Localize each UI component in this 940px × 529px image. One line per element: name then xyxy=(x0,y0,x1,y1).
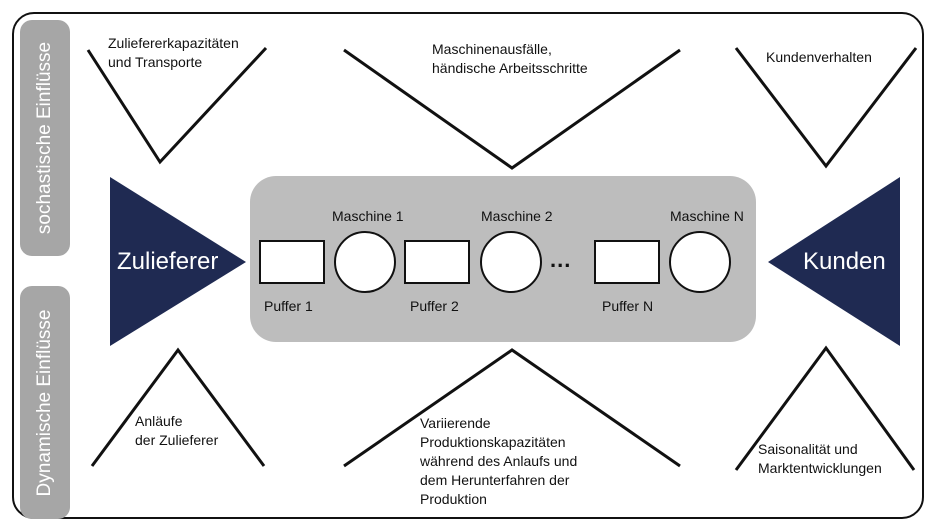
stochastic-influences-tab: sochastische Einflüsse xyxy=(20,20,70,256)
buffer-n-label: Puffer N xyxy=(602,298,654,314)
chevron-top-right xyxy=(734,47,918,169)
diagram-frame xyxy=(12,12,924,519)
buffer-1 xyxy=(259,240,325,284)
chevron-bottom-left xyxy=(90,347,266,467)
dynamic-machines-text: Variierende Produktionskapazitäten währe… xyxy=(420,414,577,509)
machine-n-label: Maschine N xyxy=(670,208,744,224)
buffer-1-label: Puffer 1 xyxy=(264,298,313,314)
text-line: Produktionskapazitäten xyxy=(420,434,566,450)
chevron-top-middle xyxy=(343,48,681,170)
dynamic-customer-text: Saisonalität und Marktentwicklungen xyxy=(758,440,882,478)
text-line: Saisonalität und xyxy=(758,441,858,457)
machine-n xyxy=(669,231,731,293)
buffer-2 xyxy=(404,240,470,284)
customer-triangle xyxy=(768,177,900,346)
text-line: dem Herunterfahren der xyxy=(420,472,570,488)
text-line: Anläufe xyxy=(135,413,183,429)
text-line: Zuliefererkapazitäten xyxy=(108,35,239,51)
text-line: Produktion xyxy=(420,491,487,507)
customer-label: Kunden xyxy=(803,248,886,275)
ellipsis-dots: ... xyxy=(550,247,572,272)
chevron-bottom-middle xyxy=(343,348,681,468)
chevron-bottom-right xyxy=(734,345,916,471)
supplier-label: Zulieferer xyxy=(117,248,219,275)
machine-1-label: Maschine 1 xyxy=(332,208,404,224)
text-line: händische Arbeitsschritte xyxy=(432,60,588,76)
chevron-top-left xyxy=(86,46,268,165)
text-line: der Zulieferer xyxy=(135,432,219,448)
dynamic-supplier-text: Anläufe der Zulieferer xyxy=(135,412,218,450)
buffer-2-label: Puffer 2 xyxy=(410,298,459,314)
dynamic-influences-tab: Dynamische Einflüsse xyxy=(20,286,70,519)
machine-2-label: Maschine 2 xyxy=(481,208,553,224)
stochastic-customer-text: Kundenverhalten xyxy=(766,48,872,67)
machine-2 xyxy=(480,231,542,293)
text-line: Kundenverhalten xyxy=(766,49,872,65)
text-line: und Transporte xyxy=(108,54,203,70)
supplier-triangle xyxy=(110,177,246,346)
stochastic-supplier-text: Zuliefererkapazitäten und Transporte xyxy=(108,34,239,72)
buffer-n xyxy=(594,240,660,284)
text-line: während des Anlaufs und xyxy=(420,453,578,469)
machine-1 xyxy=(334,231,396,293)
text-line: Variierende xyxy=(420,415,491,431)
text-line: Marktentwicklungen xyxy=(758,460,882,476)
text-line: Maschinenausfälle, xyxy=(432,41,552,57)
stochastic-machines-text: Maschinenausfälle, händische Arbeitsschr… xyxy=(432,40,588,78)
